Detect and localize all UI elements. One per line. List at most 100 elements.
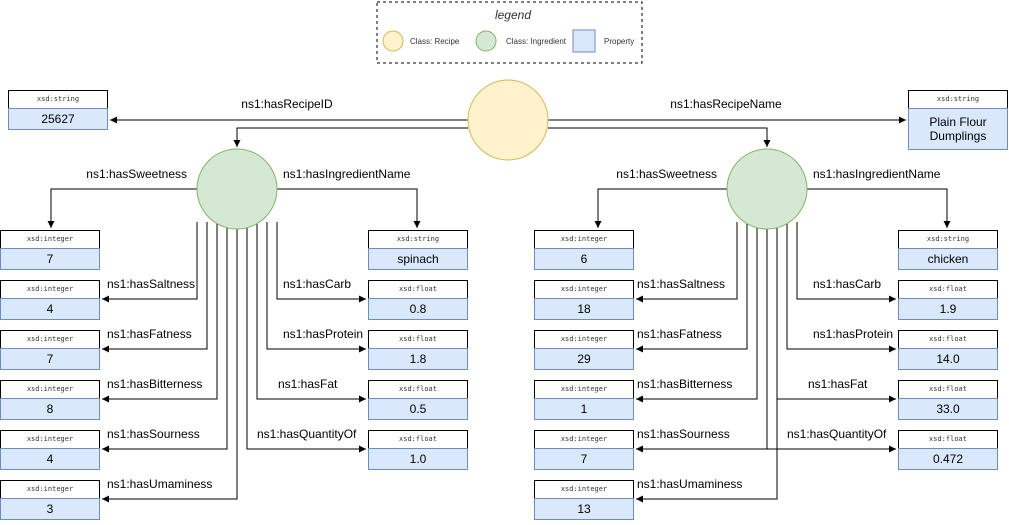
edge-label-sweetness-1: ns1:hasSweetness xyxy=(86,167,187,181)
edge-label-bitterness-2: ns1:hasBitterness xyxy=(637,377,732,391)
edge-recipe-to-ingredient-1 xyxy=(233,127,468,147)
ingredient-node-1[interactable] xyxy=(196,148,278,230)
edge-fat-2 xyxy=(776,222,896,403)
edge-label-fat-2: ns1:hasFat xyxy=(808,377,868,391)
edge-sweetness-1 xyxy=(47,188,197,228)
edge-protein-1 xyxy=(266,222,366,353)
edge-label-sourness-2: ns1:hasSourness xyxy=(637,427,730,441)
literal-value: 13 xyxy=(534,498,634,520)
edge-label-umaminess-2: ns1:hasUmaminess xyxy=(637,477,742,491)
literal-value: 29 xyxy=(534,348,634,370)
datatype-label: xsd:integer xyxy=(534,280,634,298)
legend-ingredient-swatch xyxy=(475,30,497,52)
literal-value: 0.8 xyxy=(368,298,468,320)
legend-frame xyxy=(376,1,643,64)
edge-bitterness-2 xyxy=(636,222,758,403)
datatype-label: xsd:integer xyxy=(534,430,634,448)
datatype-label: xsd:float xyxy=(368,380,468,398)
literal-value: Plain Flour Dumplings xyxy=(908,108,1008,150)
datatype-label: xsd:integer xyxy=(0,380,100,398)
edge-label-saltness-1: ns1:hasSaltness xyxy=(107,277,195,291)
edge-label-protein-1: ns1:hasProtein xyxy=(283,327,363,341)
ingredient-node-2[interactable] xyxy=(726,148,808,230)
edge-recipe-to-ingredient-2 xyxy=(548,127,771,147)
edge-label-ingredient-name-1: ns1:hasIngredientName xyxy=(283,167,411,181)
edge-carb-2 xyxy=(796,222,896,303)
edge-label-saltness-2: ns1:hasSaltness xyxy=(637,277,725,291)
literal-value: 8 xyxy=(0,398,100,420)
literal-value: 1 xyxy=(534,398,634,420)
literal-value: 7 xyxy=(0,248,100,270)
literal-value: 7 xyxy=(0,348,100,370)
datatype-label: xsd:string xyxy=(898,230,998,248)
literal-value: 4 xyxy=(0,298,100,320)
literal-value: 7 xyxy=(534,448,634,470)
edge-sourness-1 xyxy=(102,222,228,453)
edge-label-carb-2: ns1:hasCarb xyxy=(813,277,881,291)
edge-saltness-2 xyxy=(636,222,738,303)
edge-protein-2 xyxy=(786,222,896,353)
legend-recipe-swatch xyxy=(382,30,404,52)
datatype-label: xsd:string xyxy=(908,90,1008,108)
literal-value: 6 xyxy=(534,248,634,270)
edge-label-fat-1: ns1:hasFat xyxy=(278,377,338,391)
legend-recipe-label: Class: Recipe xyxy=(410,37,460,46)
edge-fatness-2 xyxy=(636,222,748,353)
edge-umaminess-2 xyxy=(636,222,778,503)
edges xyxy=(47,116,951,503)
literal-value: 0.472 xyxy=(898,448,998,470)
datatype-label: xsd:float xyxy=(898,280,998,298)
edge-ingredient-name-1 xyxy=(277,188,421,228)
legend-title: legend xyxy=(495,8,531,22)
datatype-label: xsd:string xyxy=(368,230,468,248)
datatype-label: xsd:integer xyxy=(534,330,634,348)
literal-value: 3 xyxy=(0,498,100,520)
edge-fat-1 xyxy=(256,222,366,403)
edge-label-sourness-1: ns1:hasSourness xyxy=(107,427,200,441)
edge-bitterness-1 xyxy=(102,222,218,403)
literal-value: 1.8 xyxy=(368,348,468,370)
edge-label-fatness-1: ns1:hasFatness xyxy=(107,327,192,341)
legend-property-label: Property xyxy=(604,37,634,46)
datatype-label: xsd:integer xyxy=(0,280,100,298)
literal-value: 14.0 xyxy=(898,348,998,370)
datatype-label: xsd:float xyxy=(898,330,998,348)
edge-saltness-1 xyxy=(102,222,198,303)
datatype-label: xsd:integer xyxy=(0,480,100,498)
edge-label-quantity-1: ns1:hasQuantityOf xyxy=(257,427,357,441)
literal-value: 4 xyxy=(0,448,100,470)
datatype-label: xsd:integer xyxy=(534,230,634,248)
literal-value: 1.9 xyxy=(898,298,998,320)
edge-umaminess-1 xyxy=(102,222,238,503)
edge-quantity-1 xyxy=(246,222,366,453)
recipe-node[interactable] xyxy=(467,79,549,161)
datatype-label: xsd:float xyxy=(368,330,468,348)
edge-carb-1 xyxy=(276,222,366,303)
